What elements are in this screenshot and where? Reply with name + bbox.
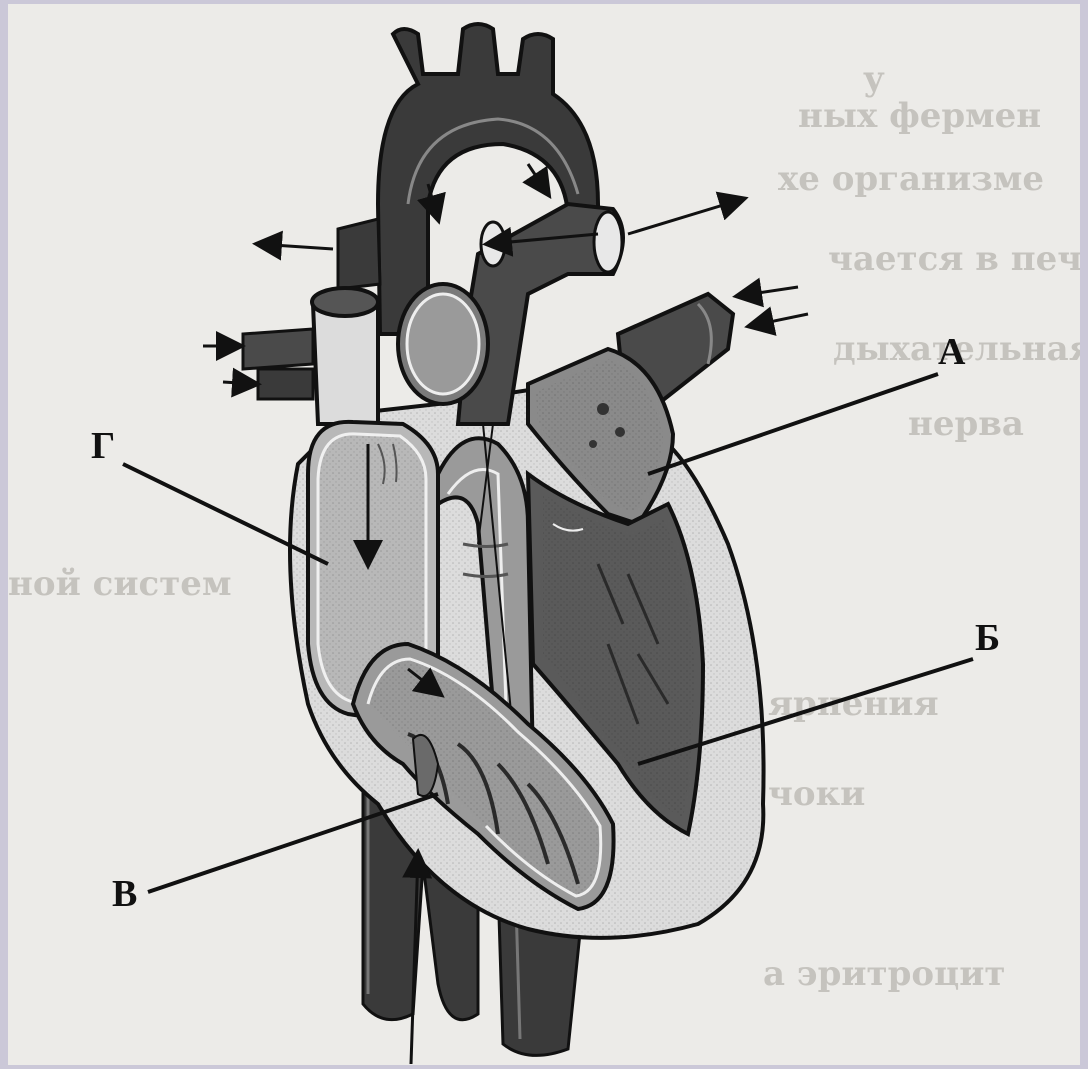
left-branch <box>258 219 380 289</box>
label-v: В <box>112 872 137 916</box>
superior-vena-cava <box>312 288 378 424</box>
label-g: Г <box>91 424 115 468</box>
leader-a <box>648 374 938 474</box>
pulmonary-veins-left <box>203 329 313 399</box>
label-a: А <box>938 330 965 374</box>
diagram-frame: у ных фермен хе организме чается в печи … <box>8 4 1080 1065</box>
pulmonary-valve <box>398 284 488 404</box>
heart-diagram <box>8 4 1080 1065</box>
label-b: Б <box>975 616 1000 660</box>
